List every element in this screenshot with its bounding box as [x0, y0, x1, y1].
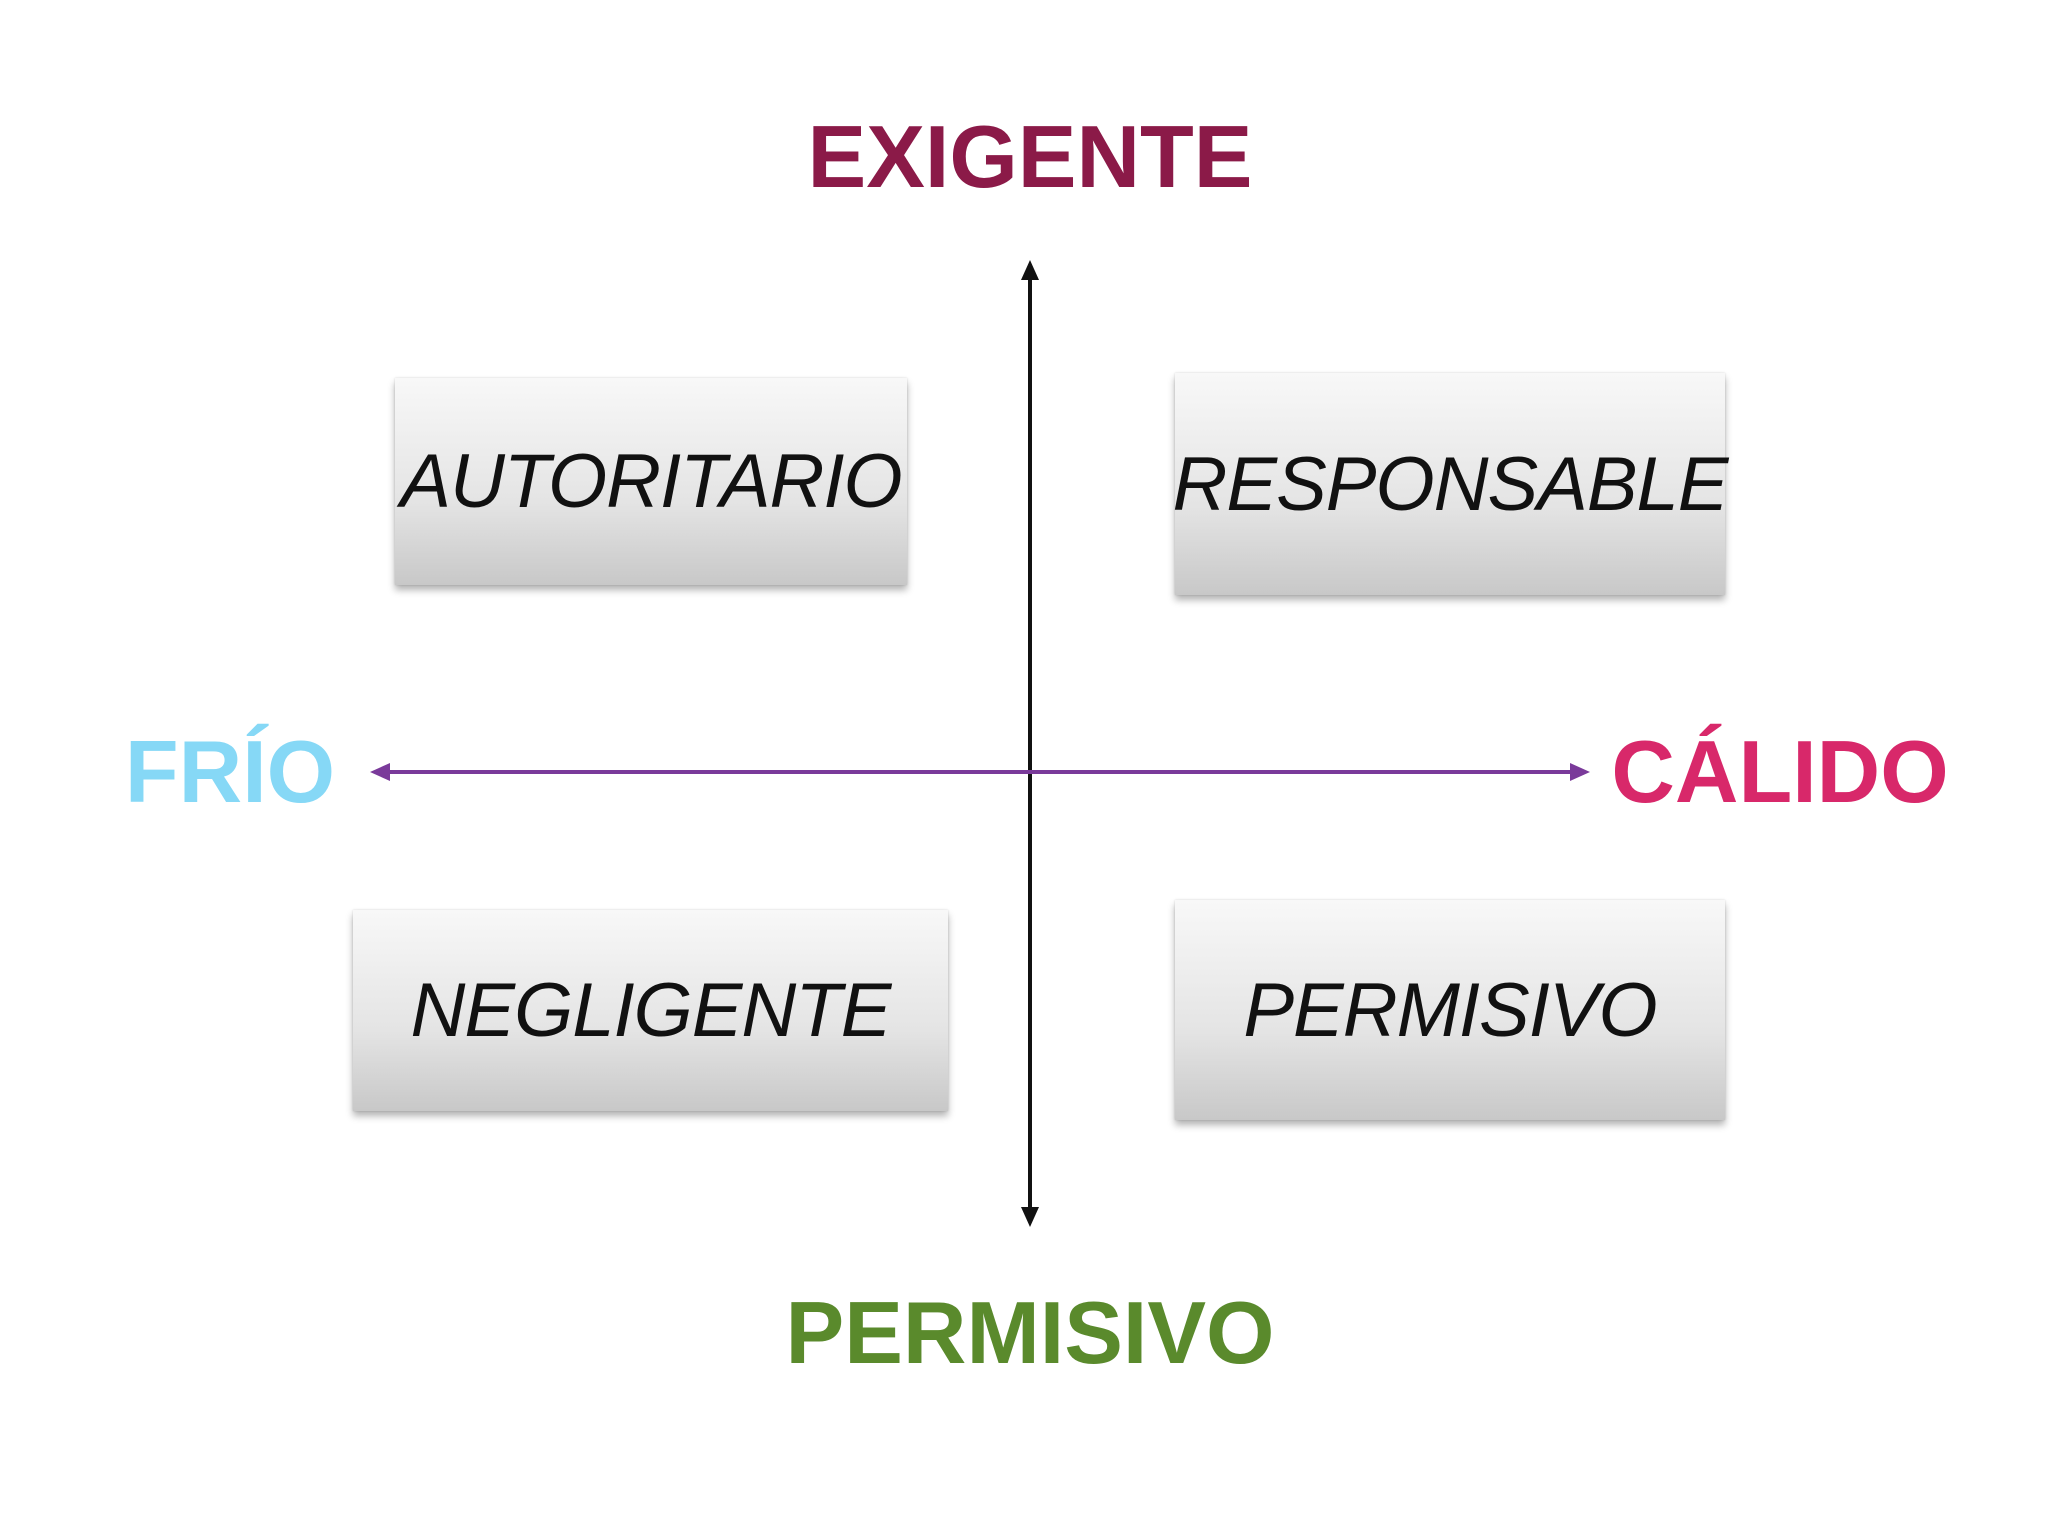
vertical-axis-arrow-up [1021, 260, 1039, 280]
quadrant-box-bottom-right: PERMISIVO [1175, 900, 1725, 1120]
quadrant-box-bottom-left: NEGLIGENTE [353, 910, 948, 1111]
quadrant-label-bottom-left: NEGLIGENTE [410, 968, 892, 1053]
quadrant-box-top-left: AUTORITARIO [395, 378, 907, 585]
axis-label-left: FRÍO [124, 722, 336, 821]
axis-label-top: EXIGENTE [807, 107, 1253, 206]
quadrant-label-top-right: RESPONSABLE [1172, 441, 1729, 527]
quadrant-box-top-right: RESPONSABLE [1172, 373, 1729, 595]
quadrant-label-top-left: AUTORITARIO [400, 439, 902, 524]
horizontal-axis-arrow-right [1570, 763, 1590, 781]
horizontal-axis-arrow-left [370, 763, 390, 781]
vertical-axis-arrow-down [1021, 1207, 1039, 1227]
axis-label-bottom: PERMISIVO [785, 1283, 1275, 1382]
quadrant-label-bottom-right: PERMISIVO [1243, 967, 1657, 1053]
axis-label-right: CÁLIDO [1611, 722, 1949, 821]
